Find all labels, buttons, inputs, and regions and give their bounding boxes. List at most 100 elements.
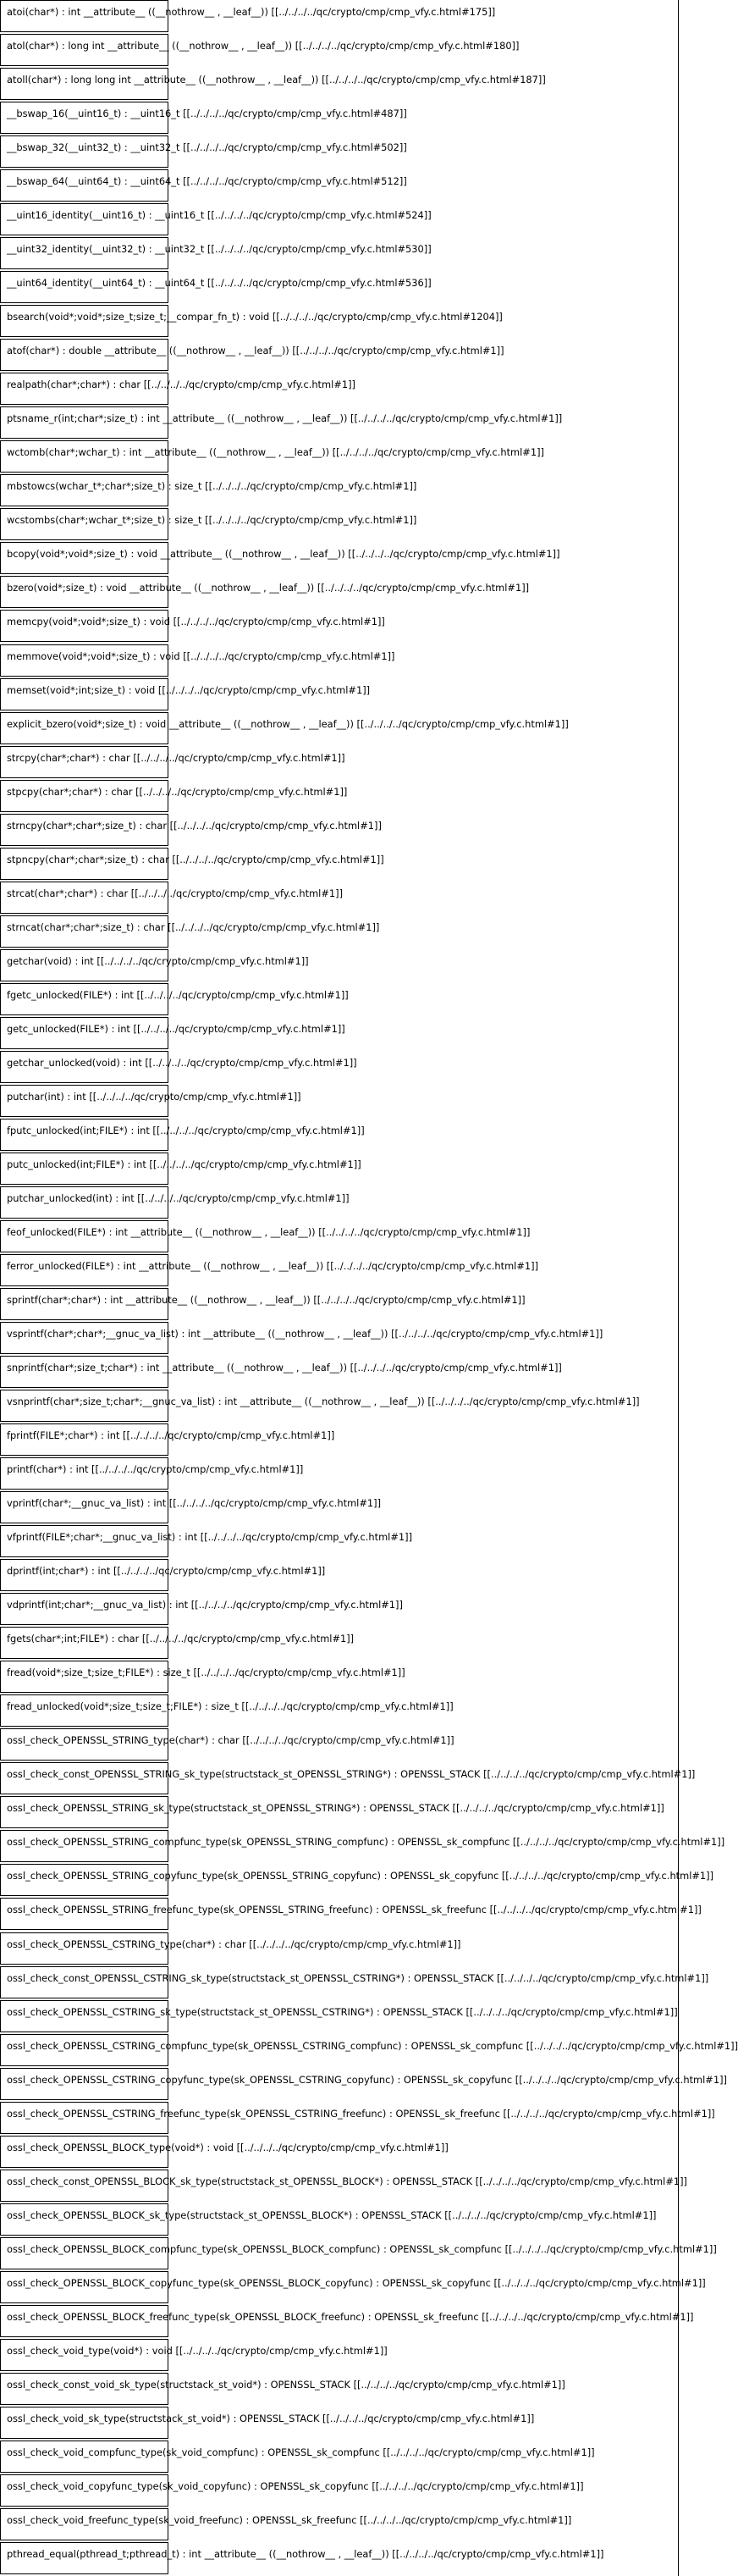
function-entry[interactable]: ossl_check_OPENSSL_CSTRING_compfunc_type… [0, 2033, 738, 2068]
function-entry[interactable]: strncat(char*;char*;size_t) : char [[../… [0, 915, 679, 949]
function-entry[interactable]: atoll(char*) : long long int __attribute… [0, 68, 679, 102]
function-entry[interactable]: ossl_check_OPENSSL_BLOCK_type(void*) : v… [0, 2135, 679, 2170]
function-signature[interactable]: ossl_check_const_OPENSSL_STRING_sk_type(… [7, 1768, 696, 1781]
function-entry[interactable]: vprintf(char*;__gnuc_va_list) : int [[..… [0, 1491, 679, 1525]
function-entry[interactable]: ossl_check_OPENSSL_STRING_type(char*) : … [0, 1728, 679, 1762]
function-signature[interactable]: putchar(int) : int [[../../../../qc/cryp… [7, 1090, 301, 1103]
function-signature[interactable]: fputc_unlocked(int;FILE*) : int [[../../… [7, 1124, 365, 1136]
function-signature[interactable]: getchar(void) : int [[../../../../qc/cry… [7, 954, 309, 967]
function-signature[interactable]: ossl_check_OPENSSL_BLOCK_copyfunc_type(s… [7, 2276, 706, 2289]
function-signature[interactable]: ossl_check_OPENSSL_STRING_type(char*) : … [7, 1734, 454, 1747]
function-signature[interactable]: ossl_check_OPENSSL_CSTRING_compfunc_type… [7, 2039, 738, 2052]
function-signature[interactable]: ossl_check_OPENSSL_BLOCK_type(void*) : v… [7, 2141, 449, 2153]
function-signature[interactable]: atof(char*) : double __attribute__ ((__n… [7, 345, 504, 357]
function-entry[interactable]: vsnprintf(char*;size_t;char*;__gnuc_va_l… [0, 1390, 679, 1423]
function-entry[interactable]: strcpy(char*;char*) : char [[../../../..… [0, 745, 679, 780]
function-signature[interactable]: strcat(char*;char*) : char [[../../../..… [7, 887, 344, 899]
function-entry[interactable]: ossl_check_OPENSSL_CSTRING_sk_type(struc… [0, 1999, 679, 2034]
function-signature[interactable]: strncat(char*;char*;size_t) : char [[../… [7, 920, 380, 933]
function-signature[interactable]: atol(char*) : long int __attribute__ ((_… [7, 40, 520, 53]
function-entry[interactable]: fread(void*;size_t;size_t;FILE*) : size_… [0, 1661, 679, 1694]
function-signature[interactable]: bcopy(void*;void*;size_t) : void __attri… [7, 548, 560, 561]
function-entry[interactable]: ossl_check_OPENSSL_BLOCK_sk_type(structs… [0, 2203, 679, 2237]
function-signature[interactable]: ossl_check_void_sk_type(structstack_st_v… [7, 2412, 535, 2424]
function-entry[interactable]: __bswap_16(__uint16_t) : __uint16_t [[..… [0, 102, 679, 135]
function-signature[interactable]: strncpy(char*;char*;size_t) : char [[../… [7, 819, 382, 832]
function-signature[interactable]: vprintf(char*;__gnuc_va_list) : int [[..… [7, 1497, 382, 1510]
function-signature[interactable]: vsnprintf(char*;size_t;char*;__gnuc_va_l… [7, 1396, 640, 1408]
function-signature[interactable]: __uint32_identity(__uint32_t) : __uint32… [7, 243, 432, 256]
function-signature[interactable]: ossl_check_OPENSSL_BLOCK_sk_type(structs… [7, 2208, 657, 2221]
function-entry[interactable]: stpcpy(char*;char*) : char [[../../../..… [0, 779, 679, 814]
function-entry[interactable]: ossl_check_void_type(void*) : void [[../… [0, 2338, 679, 2373]
function-entry[interactable]: snprintf(char*;size_t;char*) : int __att… [0, 1356, 679, 1390]
function-signature[interactable]: memmove(void*;void*;size_t) : void [[../… [7, 650, 395, 662]
function-entry[interactable]: ptsname_r(int;char*;size_t) : int __attr… [0, 406, 679, 440]
function-entry[interactable]: feof_unlocked(FILE*) : int __attribute__… [0, 1219, 679, 1254]
function-signature[interactable]: pthread_equal(pthread_t;pthread_t) : int… [7, 2547, 604, 2560]
function-entry[interactable]: vfprintf(FILE*;char*;__gnuc_va_list) : i… [0, 1525, 679, 1559]
function-entry[interactable]: mbstowcs(wchar_t*;char*;size_t) : size_t… [0, 474, 679, 508]
function-signature[interactable]: ossl_check_void_freefunc_type(sk_void_fr… [7, 2513, 572, 2526]
function-signature[interactable]: strcpy(char*;char*) : char [[../../../..… [7, 751, 345, 764]
function-signature[interactable]: __uint64_identity(__uint64_t) : __uint64… [7, 277, 432, 290]
function-entry[interactable]: strcat(char*;char*) : char [[../../../..… [0, 881, 679, 915]
function-entry[interactable]: memmove(void*;void*;size_t) : void [[../… [0, 644, 679, 678]
function-entry[interactable]: realpath(char*;char*) : char [[../../../… [0, 373, 679, 406]
function-entry[interactable]: __uint16_identity(__uint16_t) : __uint16… [0, 203, 679, 237]
function-signature[interactable]: atoi(char*) : int __attribute__ ((__noth… [7, 6, 496, 18]
function-signature[interactable]: sprintf(char*;char*) : int __attribute__… [7, 1294, 526, 1306]
function-entry[interactable]: fread_unlocked(void*;size_t;size_t;FILE*… [0, 1694, 679, 1728]
function-signature[interactable]: ferror_unlocked(FILE*) : int __attribute… [7, 1259, 539, 1272]
function-signature[interactable]: putc_unlocked(int;FILE*) : int [[../../.… [7, 1158, 361, 1170]
function-signature[interactable]: realpath(char*;char*) : char [[../../../… [7, 379, 355, 391]
function-signature[interactable]: ossl_check_OPENSSL_STRING_copyfunc_type(… [7, 1870, 714, 1882]
function-signature[interactable]: atoll(char*) : long long int __attribute… [7, 74, 546, 86]
function-signature[interactable]: printf(char*) : int [[../../../../qc/cry… [7, 1463, 304, 1476]
function-entry[interactable]: bzero(void*;size_t) : void __attribute__… [0, 576, 679, 610]
function-entry[interactable]: fgetc_unlocked(FILE*) : int [[../../../.… [0, 982, 679, 1017]
function-signature[interactable]: ossl_check_const_OPENSSL_CSTRING_sk_type… [7, 1971, 709, 1984]
function-entry[interactable]: atof(char*) : double __attribute__ ((__n… [0, 339, 679, 373]
function-signature[interactable]: ossl_check_OPENSSL_CSTRING_freefunc_type… [7, 2107, 715, 2120]
function-entry[interactable]: stpncpy(char*;char*;size_t) : char [[../… [0, 847, 679, 882]
function-signature[interactable]: ossl_check_OPENSSL_BLOCK_freefunc_type(s… [7, 2310, 694, 2323]
function-signature[interactable]: vdprintf(int;char*;__gnuc_va_list) : int… [7, 1599, 403, 1611]
function-signature[interactable]: ossl_check_OPENSSL_STRING_compfunc_type(… [7, 1836, 725, 1849]
function-entry[interactable]: ossl_check_void_compfunc_type(sk_void_co… [0, 2440, 679, 2474]
function-signature[interactable]: ptsname_r(int;char*;size_t) : int __attr… [7, 412, 563, 425]
function-entry[interactable]: strncpy(char*;char*;size_t) : char [[../… [0, 813, 679, 848]
function-entry[interactable]: getchar(void) : int [[../../../../qc/cry… [0, 948, 679, 983]
function-entry[interactable]: ossl_check_OPENSSL_BLOCK_freefunc_type(s… [0, 2304, 694, 2339]
function-signature[interactable]: ossl_check_void_compfunc_type(sk_void_co… [7, 2446, 595, 2458]
function-entry[interactable]: fputc_unlocked(int;FILE*) : int [[../../… [0, 1118, 679, 1153]
function-signature[interactable]: stpncpy(char*;char*;size_t) : char [[../… [7, 853, 384, 865]
function-entry[interactable]: wctomb(char*;wchar_t) : int __attribute_… [0, 440, 679, 474]
function-entry[interactable]: atoi(char*) : int __attribute__ ((__noth… [0, 0, 679, 34]
function-entry[interactable]: bcopy(void*;void*;size_t) : void __attri… [0, 542, 679, 576]
function-entry[interactable]: sprintf(char*;char*) : int __attribute__… [0, 1288, 679, 1322]
function-entry[interactable]: __uint64_identity(__uint64_t) : __uint64… [0, 271, 679, 305]
function-signature[interactable]: __uint16_identity(__uint16_t) : __uint16… [7, 209, 432, 222]
function-entry[interactable]: ossl_check_const_OPENSSL_STRING_sk_type(… [0, 1762, 695, 1796]
function-signature[interactable]: fread(void*;size_t;size_t;FILE*) : size_… [7, 1667, 405, 1679]
function-entry[interactable]: ossl_check_const_void_sk_type(structstac… [0, 2372, 679, 2407]
function-entry[interactable]: memcpy(void*;void*;size_t) : void [[../.… [0, 610, 679, 644]
function-signature[interactable]: bzero(void*;size_t) : void __attribute__… [7, 582, 530, 594]
function-entry[interactable]: ossl_check_OPENSSL_CSTRING_freefunc_type… [0, 2101, 715, 2136]
function-signature[interactable]: memset(void*;int;size_t) : void [[../../… [7, 683, 371, 696]
function-entry[interactable]: vdprintf(int;char*;__gnuc_va_list) : int… [0, 1593, 679, 1627]
function-entry[interactable]: __bswap_64(__uint64_t) : __uint64_t [[..… [0, 169, 679, 203]
function-entry[interactable]: ossl_check_OPENSSL_STRING_sk_type(struct… [0, 1796, 679, 1830]
function-entry[interactable]: ossl_check_OPENSSL_BLOCK_compfunc_type(s… [0, 2236, 717, 2271]
function-entry[interactable]: atol(char*) : long int __attribute__ ((_… [0, 34, 679, 68]
function-signature[interactable]: __bswap_16(__uint16_t) : __uint16_t [[..… [7, 108, 407, 120]
function-entry[interactable]: printf(char*) : int [[../../../../qc/cry… [0, 1457, 679, 1491]
function-signature[interactable]: dprintf(int;char*) : int [[../../../../q… [7, 1565, 326, 1578]
function-signature[interactable]: ossl_check_OPENSSL_CSTRING_sk_type(struc… [7, 2005, 678, 2018]
function-entry[interactable]: fgets(char*;int;FILE*) : char [[../../..… [0, 1627, 679, 1661]
function-signature[interactable]: getchar_unlocked(void) : int [[../../../… [7, 1056, 357, 1069]
function-entry[interactable]: pthread_equal(pthread_t;pthread_t) : int… [0, 2541, 679, 2576]
function-entry[interactable]: ossl_check_const_OPENSSL_BLOCK_sk_type(s… [0, 2169, 687, 2203]
function-signature[interactable]: ossl_check_void_type(void*) : void [[../… [7, 2344, 388, 2357]
